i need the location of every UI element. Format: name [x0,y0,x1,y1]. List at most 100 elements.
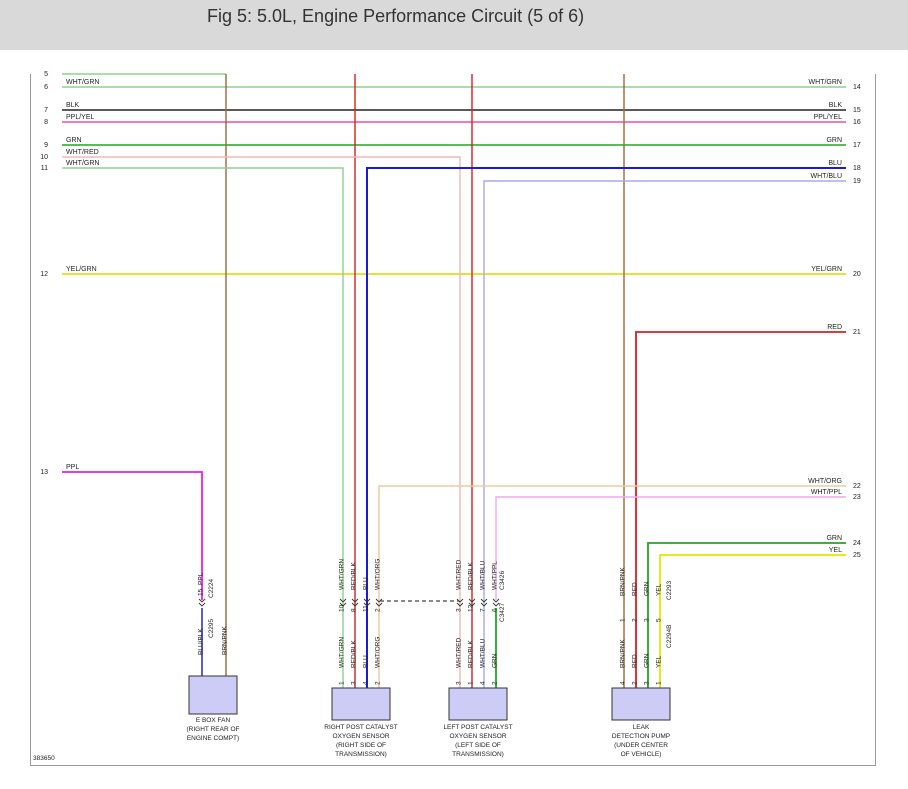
right-circuit-number-25: 25 [853,552,861,559]
right-o2-upper-label-wht-grn: WHT/GRN [339,559,346,590]
right-circuit-label-23: WHT/PPL [811,489,842,496]
figure-id: 383650 [33,755,55,762]
right-circuit-label-24: GRN [826,535,842,542]
right-circuit-label-19: WHT/BLU [811,173,843,180]
diagram-frame [30,74,876,766]
right-circuit-number-17: 17 [853,142,861,149]
right-circuit-number-14: 14 [853,84,861,91]
ebox-lower-label-blu-blk: BLU/BLK [198,628,205,655]
left-o2-upper-label-red-blk: RED/BLK [468,562,475,590]
right-o2-lower-label-wht-grn: WHT/GRN [339,637,346,668]
connector-chevron-ebox [198,598,206,607]
right-o2-lower-pin-1: 1 [339,681,346,685]
left-o2-lower-pin-4: 4 [480,681,487,685]
left-circuit-number-5: 5 [44,71,48,78]
component-ro2-name-line-1: RIGHT POST CATALYST [324,724,397,731]
left-o2-lower-label-red-blk: RED/BLK [468,640,475,668]
leak-pump-lower-label-brn-pnk: BRN/PNK [620,638,627,668]
left-circuit-label-6: WHT/GRN [66,79,99,86]
left-circuit-label-9: GRN [66,137,82,144]
right-circuit-number-19: 19 [853,178,861,185]
right-circuit-number-16: 16 [853,119,861,126]
leak-pump-upper-pin-3: 3 [644,618,651,622]
left-circuit-number-9: 9 [44,142,48,149]
left-circuit-label-10: WHT/RED [66,149,99,156]
right-circuit-label-15: BLK [829,102,843,109]
right-circuit-number-20: 20 [853,271,861,278]
right-o2-upper-label-blu: BLU [363,577,370,590]
wire-circuit-21-red [635,331,846,688]
right-o2-upper-pin-11: 11 [363,605,370,612]
connector-id-c2224: C2224 [208,578,215,598]
component-lo2-name-line-1: LEFT POST CATALYST [443,724,512,731]
component-lo2-name-line-2: OXYGEN SENSOR [449,733,506,740]
component-ldp-name-line-1: LEAK [633,724,650,731]
component-ro2 [331,687,391,721]
right-o2-upper-pin-8: 8 [351,608,358,612]
component-ebox-name-line-1: E BOX FAN [196,717,231,724]
right-circuit-number-23: 23 [853,494,861,501]
right-o2-lower-pin-4: 4 [363,681,370,685]
left-circuit-number-10: 10 [40,154,48,161]
connector-chevron-right-o2 [339,598,347,607]
left-o2-lower-pin-1: 1 [468,681,475,685]
left-o2-upper-label-wht-ppl: WHT/PPL [492,561,499,590]
leak-pump-lower-pin-3: 3 [644,681,651,685]
right-o2-lower-pin-3: 3 [351,681,358,685]
leak-pump-upper-label-red: RED [632,582,639,596]
wire-circuit-11-wht-grn [62,167,344,688]
left-o2-upper-pin-6: 6 [492,608,499,612]
leak-pump-lower-pin-2: 2 [632,681,639,685]
right-o2-lower-label-blu: BLU [363,655,370,668]
wire-circuit-18-blu [366,167,846,688]
connector-chevron-right-o2 [375,598,383,607]
wire-circuit-22-wht-org [378,485,846,688]
connector-chevron-right-o2 [363,598,371,607]
connector-chevron-left-o2 [468,598,476,607]
right-o2-lower-label-red-blk: RED/BLK [351,640,358,668]
left-circuit-label-13: PPL [66,464,79,471]
connector-id-c2294b: C2294B [666,625,673,649]
leak-pump-lower-pin-4: 4 [620,681,627,685]
ebox-lower-label-brn-pnk: BRN/PNK [222,625,229,655]
left-circuit-number-7: 7 [44,107,48,114]
left-o2-upper-pin-7: 7 [480,608,487,612]
component-ebox-name-line-3: ENGINE COMPT) [187,735,239,742]
component-ldp-name-line-3: (UNDER CENTER [614,742,668,749]
component-lo2-name-line-4: TRANSMISSION) [452,751,504,758]
connector-id-c2293: C2293 [666,580,673,600]
left-o2-lower-label-grn: GRN [492,653,499,668]
component-ro2-name-line-3: (RIGHT SIDE OF [336,742,386,749]
left-circuit-label-7: BLK [66,102,80,109]
wire-circuit-25-yel [659,554,846,688]
component-lo2 [448,687,508,721]
component-lo2-name-line-3: (LEFT SIDE OF [455,742,501,749]
right-circuit-number-15: 15 [853,107,861,114]
right-circuit-number-18: 18 [853,165,861,172]
right-circuit-label-16: PPL/YEL [814,114,843,121]
title-bar: Fig 5: 5.0L, Engine Performance Circuit … [0,0,908,50]
right-o2-upper-pin-2: 2 [375,608,382,612]
ebox-upper-label-ppl: PPL [198,572,205,585]
component-ro2-name-line-4: TRANSMISSION) [335,751,387,758]
component-ebox-name-line-2: (RIGHT REAR OF [187,726,240,733]
left-circuit-number-13: 13 [40,469,48,476]
leak-pump-upper-pin-5: 5 [656,618,663,622]
right-o2-lower-pin-2: 2 [375,681,382,685]
component-ldp-name-line-4: OF VEHICLE) [621,751,662,758]
left-o2-lower-label-wht-red: WHT/RED [456,637,463,668]
right-circuit-number-21: 21 [853,329,861,336]
connector-id-c2295: C2295 [208,618,215,638]
component-ldp [611,687,671,721]
left-o2-lower-label-wht-blu: WHT/BLU [480,638,487,668]
left-circuit-label-12: YEL/GRN [66,266,97,273]
wire-circuit-19-wht-blu [483,180,846,688]
left-circuit-number-8: 8 [44,119,48,126]
left-o2-upper-pin-12: 12 [468,604,475,612]
right-circuit-label-25: YEL [829,547,842,554]
right-circuit-label-21: RED [827,324,842,331]
left-o2-lower-pin-2: 2 [492,681,499,685]
connector-id-c3426: C3426 [499,570,506,590]
connector-id-c3427: C3427 [499,602,506,622]
